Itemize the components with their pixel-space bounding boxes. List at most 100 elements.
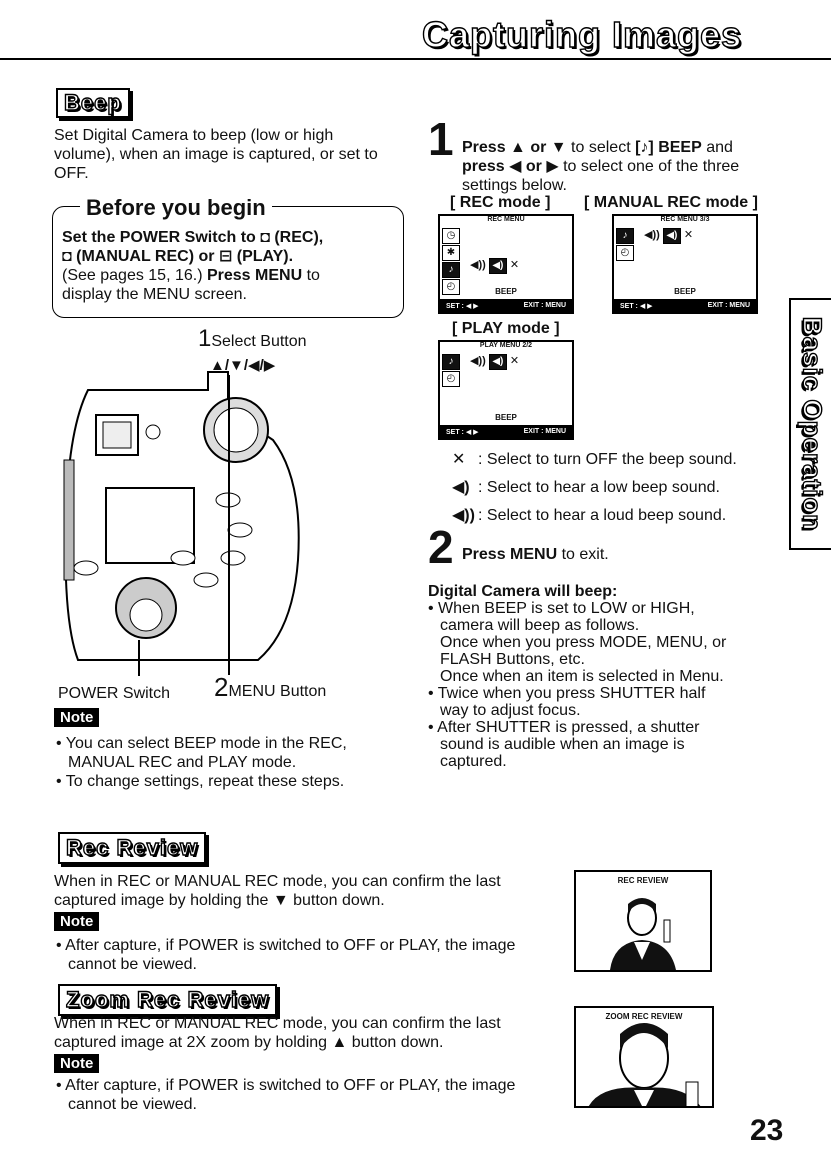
beep-note-2: • To change settings, repeat these steps… xyxy=(56,773,345,790)
step1-f: to select one of the three xyxy=(558,158,740,175)
beep-options-row: ◀)) ◀) ✕ xyxy=(470,258,519,274)
before-line2: ◘ (MANUAL REC) or ⊟ (PLAY). xyxy=(62,248,294,265)
step1-d: and xyxy=(701,139,733,156)
will-beep-line: FLASH Buttons, etc. xyxy=(440,651,585,668)
page-title: Capturing Images xyxy=(421,13,743,55)
manual-beep-label: BEEP xyxy=(674,287,696,296)
will-beep-line: • Twice when you press SHUTTER half xyxy=(428,685,706,702)
before-title: Before you begin xyxy=(80,195,272,221)
will-beep-title: Digital Camera will beep: xyxy=(428,583,618,600)
rec-screen-title: REC MENU xyxy=(487,216,525,223)
play-menu-screen: PLAY MENU 2/2 ♪ ◴ ◀)) ◀) ✕ BEEP SET : ◀ … xyxy=(438,340,574,440)
will-beep-line: Once when an item is selected in Menu. xyxy=(440,668,724,685)
play-mode-label: [ PLAY mode ] xyxy=(452,320,560,337)
clock-icon: ◴ xyxy=(442,371,460,387)
page-number: 23 xyxy=(750,1114,784,1147)
option-low-text: : Select to hear a low beep sound. xyxy=(478,479,720,496)
step2-a: Press MENU xyxy=(462,546,558,563)
rec-review-text: When in REC or MANUAL REC mode, you can … xyxy=(54,873,501,909)
before-text: Set the POWER Switch to ◘ (REC), ◘ (MANU… xyxy=(62,228,397,304)
loud-beep-icon: ◀)) xyxy=(470,259,486,271)
menu-num: 2 xyxy=(214,672,229,702)
select-label: Select Button xyxy=(211,333,307,350)
clock-icon: ◴ xyxy=(616,245,634,261)
will-beep-list: • When BEEP is set to LOW or HIGH, camer… xyxy=(428,600,773,770)
will-beep-line: Once when you press MODE, MENU, or xyxy=(440,634,727,651)
rec-beep-label: BEEP xyxy=(495,287,517,296)
beep-icon: ♪ xyxy=(616,228,634,244)
option-off: ✕ : Select to turn OFF the beep sound. xyxy=(452,446,782,474)
select-callout: 1Select Button xyxy=(198,325,307,353)
step1-e: press ◀ or ▶ xyxy=(462,158,559,175)
play-exit-hint: EXIT : MENU xyxy=(523,428,566,435)
beep-options-row: ◀)) ◀) ✕ xyxy=(644,228,693,244)
beep-heading: Beep xyxy=(56,88,130,118)
low-beep-icon: ◀) xyxy=(452,479,470,496)
beep-options-row: ◀)) ◀) ✕ xyxy=(470,354,519,370)
step1-a: Press ▲ or ▼ xyxy=(462,139,567,156)
beep-icon: ♪ xyxy=(442,354,460,370)
option-low: ◀) : Select to hear a low beep sound. xyxy=(452,474,782,502)
option-off-text: : Select to turn OFF the beep sound. xyxy=(478,451,737,468)
power-label: POWER Switch xyxy=(58,685,171,702)
will-beep-line: captured. xyxy=(440,753,507,770)
clock-icon: ◴ xyxy=(442,279,460,295)
step1-number: 1 xyxy=(428,113,454,165)
beep-icon: ♪ xyxy=(442,262,460,278)
menu-callout: 2MENU Button xyxy=(214,672,326,703)
beep-note-1: • You can select BEEP mode in the REC, M… xyxy=(56,735,347,771)
loud-beep-icon: ◀)) xyxy=(452,507,475,524)
rec-mode-label: [ REC mode ] xyxy=(450,194,551,211)
option-loud: ◀)): Select to hear a loud beep sound. xyxy=(452,502,782,530)
will-beep-line: camera will beep as follows. xyxy=(440,617,640,634)
mute-icon: ✕ xyxy=(509,355,520,367)
step1-b: to select xyxy=(566,139,636,156)
select-num: 1 xyxy=(198,325,212,352)
zoom-rec-review-screen-label: ZOOM REC REVIEW xyxy=(605,1012,683,1021)
side-tab-label: Basic Operation xyxy=(797,316,828,532)
timer-icon: ◷ xyxy=(442,228,460,244)
beep-notes: • You can select BEEP mode in the REC, M… xyxy=(54,734,399,791)
step1-c: [♪] BEEP xyxy=(635,139,702,156)
rec-screen-bar: SET : ◀ ▶EXIT : MENU xyxy=(440,299,572,312)
before-line4: display the MENU screen. xyxy=(62,286,247,303)
rec-review-note-badge: Note xyxy=(54,912,100,931)
mute-icon: ✕ xyxy=(452,451,466,468)
step2-b: to exit. xyxy=(557,546,609,563)
will-beep-line: • After SHUTTER is pressed, a shutter xyxy=(428,719,700,736)
low-beep-selected-icon: ◀) xyxy=(488,258,507,274)
before-line3-c: to xyxy=(302,267,320,284)
will-beep-line: • When BEEP is set to LOW or HIGH, xyxy=(428,600,695,617)
step2-text: Press MENU to exit. xyxy=(462,545,609,564)
play-screen-title: PLAY MENU 2/2 xyxy=(479,342,533,349)
play-set-hint: SET : ◀ ▶ xyxy=(446,428,479,436)
menu-label: MENU Button xyxy=(228,683,327,700)
manual-screen-bar: SET : ◀ ▶ EXIT : MENU xyxy=(614,299,756,312)
rec-review-screen: REC REVIEW xyxy=(574,870,712,972)
manual-screen-title: REC MENU 3/3 xyxy=(660,216,710,223)
manual-exit-hint: EXIT : MENU xyxy=(707,302,750,309)
select-arrows: ▲/▼/◀/▶ xyxy=(210,357,276,374)
manual-mode-label: [ MANUAL REC mode ] xyxy=(584,194,758,211)
side-tab: Basic Operation xyxy=(789,298,831,550)
option-loud-text: : Select to hear a loud beep sound. xyxy=(478,507,727,524)
flash-setting-icon: ✱ xyxy=(442,245,460,261)
will-beep-line: way to adjust focus. xyxy=(440,702,581,719)
step2-number: 2 xyxy=(428,521,454,573)
loud-beep-icon: ◀)) xyxy=(644,229,660,241)
camera-illustration xyxy=(63,371,300,676)
zoom-rec-review-note: • After capture, if POWER is switched to… xyxy=(56,1077,516,1113)
step1-text: Press ▲ or ▼ to select [♪] BEEP and pres… xyxy=(462,138,782,195)
will-beep-line: sound is audible when an image is xyxy=(440,736,685,753)
beep-intro: Set Digital Camera to beep (low or high … xyxy=(54,127,378,182)
beep-options-list: ✕ : Select to turn OFF the beep sound. ◀)… xyxy=(452,446,782,530)
play-screen-bar: SET : ◀ ▶ EXIT : MENU xyxy=(440,425,572,438)
before-line3-a: (See pages 15, 16.) xyxy=(62,267,207,284)
manual-set-hint: SET : ◀ ▶ xyxy=(620,302,653,310)
before-line3: (See pages 15, 16.) Press MENU to xyxy=(62,266,397,285)
zoom-rec-review-heading: Zoom Rec Review xyxy=(58,984,278,1016)
step1-g: settings below. xyxy=(462,177,567,194)
manual-rec-menu-screen: REC MENU 3/3 ♪ ◴ ◀)) ◀) ✕ BEEP SET : ◀ ▶… xyxy=(612,214,758,314)
portrait-photo-icon xyxy=(610,898,676,970)
mute-icon: ✕ xyxy=(509,259,520,271)
